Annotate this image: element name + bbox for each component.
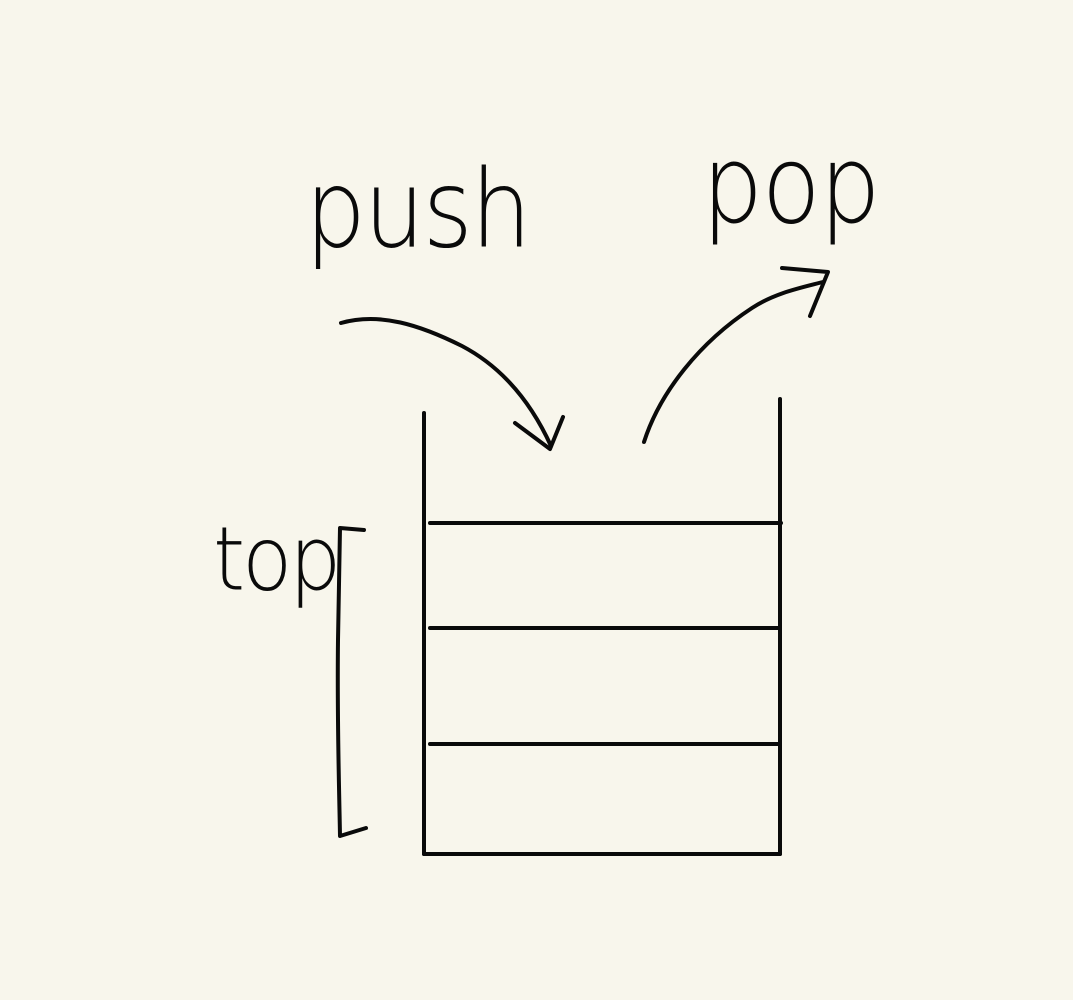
pop-arrow [642, 266, 830, 444]
pop-arrowhead [780, 266, 830, 318]
top-label: top [213, 509, 338, 612]
push-arrow [339, 317, 565, 451]
push-arrow-curve [339, 317, 553, 448]
push-label: push [305, 147, 530, 273]
top-bracket [335, 526, 368, 838]
pop-arrow-curve [642, 280, 825, 444]
pop-label: pop [702, 123, 880, 249]
stack-container [422, 397, 783, 856]
push-arrowhead [513, 415, 565, 451]
